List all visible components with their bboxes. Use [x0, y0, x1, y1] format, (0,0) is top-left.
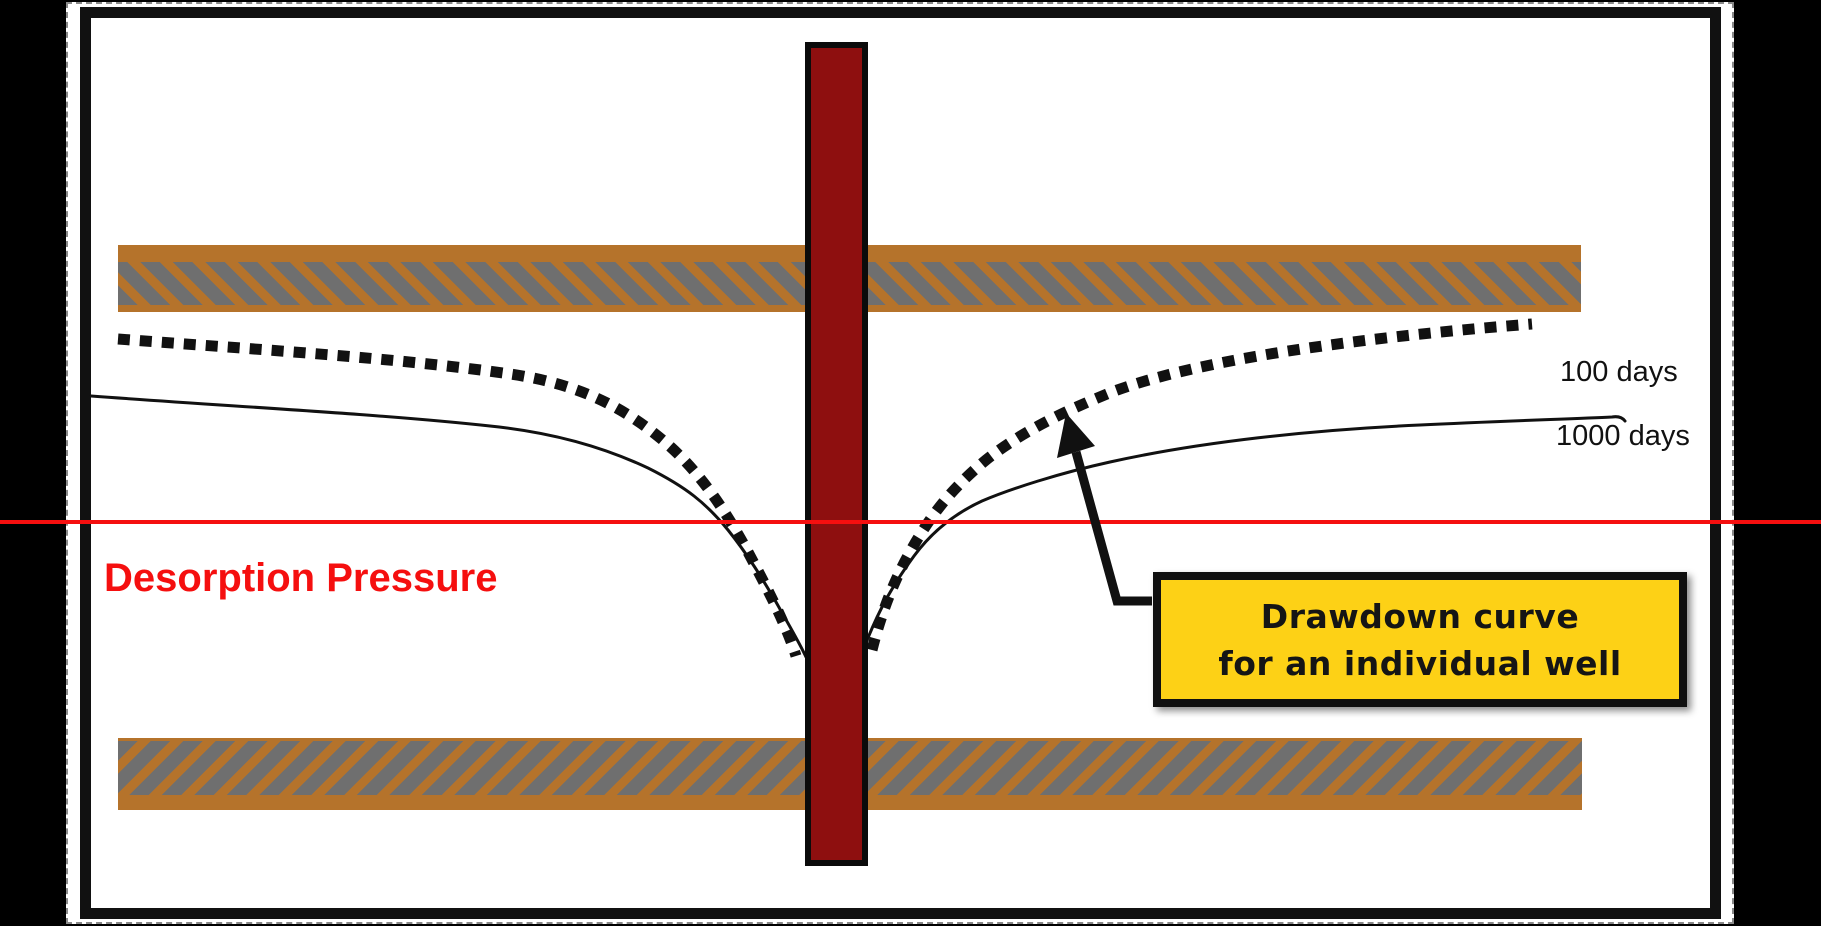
desorption-pressure-label: Desorption Pressure: [104, 556, 498, 600]
callout-text-line2: for an individual well: [1218, 643, 1622, 683]
desorption-pressure-line: [0, 520, 1821, 524]
wellbore-bar: [805, 42, 868, 866]
figure-frame: [80, 7, 1721, 919]
label-1000-days: 1000 days: [1556, 420, 1690, 452]
label-100-days: 100 days: [1560, 356, 1678, 388]
callout-text-line1: Drawdown curve: [1260, 596, 1580, 636]
callout-box: Drawdown curve for an individual well: [1153, 572, 1687, 707]
